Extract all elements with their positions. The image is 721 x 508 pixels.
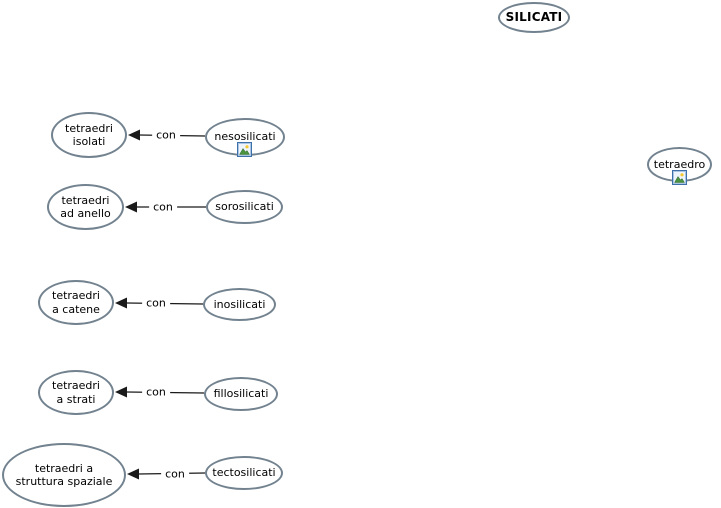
image-resource-icon[interactable] xyxy=(237,142,252,157)
linking-phrase-con[interactable]: con xyxy=(142,385,170,399)
concept-node-tetraedri-isolati[interactable]: tetraedri isolati xyxy=(51,112,127,158)
concept-label: sorosilicati xyxy=(215,200,274,214)
concept-label: tetraedri isolati xyxy=(65,121,113,148)
concept-node-tetraedri-a-strati[interactable]: tetraedri a strati xyxy=(38,370,114,415)
concept-label: tetraedri a catene xyxy=(52,289,100,316)
linking-phrase-con[interactable]: con xyxy=(161,467,189,481)
connector-arrowhead xyxy=(115,386,127,398)
concept-label: tetraedro xyxy=(653,157,706,171)
connector-arrowhead xyxy=(125,201,137,213)
concept-label: tetraedri a strati xyxy=(52,379,100,406)
concept-label: tetraedri ad anello xyxy=(60,193,111,220)
concept-label: fillosilicati xyxy=(213,387,269,401)
concept-label: nesosilicati xyxy=(214,130,276,144)
concept-label: tectosilicati xyxy=(212,466,276,480)
connector-arrowhead xyxy=(128,129,140,141)
concept-label: tetraedri a struttura spaziale xyxy=(15,461,113,488)
connector-arrowhead xyxy=(115,297,127,309)
linking-phrase-con[interactable]: con xyxy=(152,128,180,142)
concept-node-tectosilicati[interactable]: tectosilicati xyxy=(205,456,283,490)
linking-phrase-con[interactable]: con xyxy=(149,200,177,214)
concept-label: SILICATI xyxy=(505,10,563,25)
concept-node-inosilicati[interactable]: inosilicati xyxy=(203,288,276,321)
concept-node-tetraedri-ad-anello[interactable]: tetraedri ad anello xyxy=(47,184,124,230)
concept-node-silicati[interactable]: SILICATI xyxy=(498,2,570,33)
linking-phrase-con[interactable]: con xyxy=(142,296,170,310)
concept-node-tetraedri-a-struttura-spaziale[interactable]: tetraedri a struttura spaziale xyxy=(2,443,126,507)
image-resource-icon[interactable] xyxy=(672,170,687,185)
concept-node-sorosilicati[interactable]: sorosilicati xyxy=(206,190,283,224)
concept-label: inosilicati xyxy=(213,297,266,311)
concept-node-fillosilicati[interactable]: fillosilicati xyxy=(204,377,278,411)
concept-node-tetraedri-a-catene[interactable]: tetraedri a catene xyxy=(38,280,114,325)
connector-arrowhead xyxy=(127,468,139,480)
